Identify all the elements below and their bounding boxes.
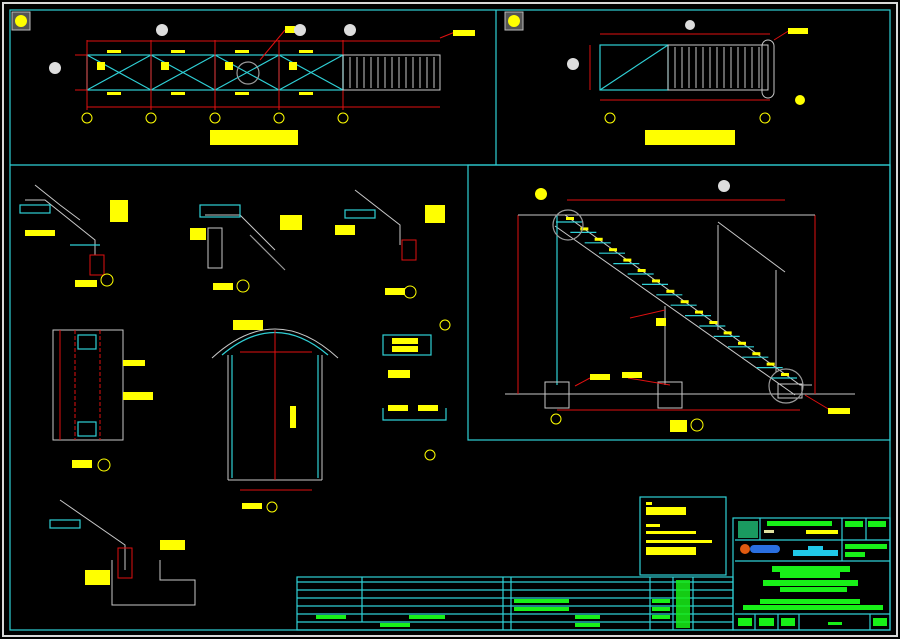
section-marker-icon: [100, 273, 114, 287]
section-marker-icon: [266, 501, 278, 513]
section-marker-icon: [685, 20, 695, 30]
footing: [657, 381, 683, 409]
dimension-label: [289, 62, 297, 70]
section-marker-icon: [236, 279, 250, 293]
tread-label: [609, 248, 617, 252]
section-marker-icon: [156, 24, 168, 36]
footing: [544, 381, 570, 409]
tread-label: [623, 258, 632, 262]
section-marker-icon: [795, 95, 805, 105]
tread-label: [781, 373, 789, 376]
dimension-label: [171, 92, 185, 95]
tread-label: [580, 227, 589, 231]
section-marker-icon: [344, 24, 356, 36]
tread-label: [637, 269, 646, 272]
title-block: [732, 517, 891, 631]
grid-bubble-icon: [550, 413, 562, 425]
section-marker-icon: [439, 319, 451, 331]
dimension-label: [107, 92, 121, 95]
truss-brace: [150, 54, 216, 91]
tread-label: [752, 352, 761, 356]
logo-icon: [738, 521, 758, 538]
connection-details: [19, 184, 451, 606]
detail-callout-circle: [236, 61, 260, 85]
dimension-label: [235, 92, 249, 95]
truss-brace: [214, 54, 280, 91]
section-marker-icon: [97, 458, 111, 472]
stair-stringer-top: [535, 214, 812, 386]
dimension-label: [299, 50, 313, 53]
section-marker-icon: [718, 180, 730, 192]
company-logo-icon: [740, 544, 750, 554]
dimension-label: [235, 50, 249, 53]
stair-elevation-view: [505, 180, 855, 432]
truss-brace: [86, 54, 152, 91]
section-marker-icon: [690, 418, 704, 432]
grid-bubble-icon: [337, 112, 349, 124]
dimension-label: [161, 62, 169, 70]
section-marker-icon: [403, 285, 417, 299]
stair-treads-plan: [667, 44, 769, 91]
grid-bubble-icon: [81, 112, 93, 124]
section-marker-icon: [535, 188, 547, 200]
tread-label: [738, 341, 746, 345]
section-marker-icon: [294, 24, 306, 36]
detail-callout-circle: [768, 368, 804, 404]
grid-bubble-icon: [604, 112, 616, 124]
stair-stringer-bottom: [554, 225, 796, 396]
tread-label: [766, 362, 775, 366]
tread-label: [680, 300, 689, 304]
grid-bubble-icon: [273, 112, 285, 124]
tread-label: [594, 237, 603, 241]
tread-label: [723, 331, 732, 335]
dimension-label: [107, 50, 121, 53]
view-title-bar: [670, 420, 687, 432]
notes-box: [639, 496, 727, 576]
tread-label: [695, 310, 703, 314]
grid-bubble-icon: [209, 112, 221, 124]
base-plate-detail: [52, 329, 124, 441]
detail-callout-circle: [552, 209, 584, 241]
handrail: [717, 221, 786, 273]
grid-bubble-icon: [145, 112, 157, 124]
dimension-label: [225, 62, 233, 70]
section-marker-icon: [424, 449, 436, 461]
tread-label: [566, 217, 574, 220]
view-title-bar: [210, 130, 298, 145]
tread-label: [709, 321, 718, 324]
dimension-label: [299, 92, 313, 95]
revision-table: [296, 576, 734, 631]
truss-brace: [278, 54, 344, 91]
dimension-label: [171, 50, 185, 53]
grid-bubble-icon: [759, 112, 771, 124]
platform-plan-view: [11, 11, 475, 145]
dimension-label: [97, 62, 105, 70]
tread-label: [666, 289, 675, 293]
arch-handrail: [211, 328, 339, 359]
stair-plan-view: [504, 11, 808, 145]
section-marker-icon: [567, 58, 579, 70]
view-title-bar: [645, 130, 735, 145]
tread-label: [652, 279, 660, 283]
grating-area: [342, 54, 441, 91]
section-marker-icon: [49, 62, 61, 74]
stair-elevation-panel: [467, 164, 891, 441]
logo-icon-mark: [15, 15, 27, 27]
